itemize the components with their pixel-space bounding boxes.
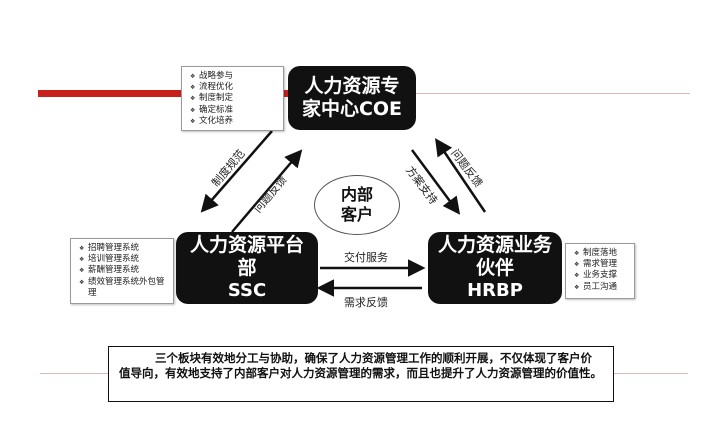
note-item: 业务支撑: [574, 270, 629, 281]
center-internal-customer: 内部 客户: [314, 175, 400, 235]
note-item: 需求管理: [574, 259, 629, 270]
note-ssc: 招聘管理系统 培训管理系统 薪酬管理系统 绩效管理系统外包管理: [70, 238, 174, 304]
node-coe-line2: 家中心COE: [301, 98, 403, 120]
node-coe: 人力资源专 家中心COE: [288, 66, 416, 130]
node-hrbp-line2: 伙伴: [475, 257, 514, 280]
center-line2: 客户: [340, 205, 373, 224]
arrow-ssc-to-coe: [231, 149, 303, 233]
node-hrbp-line1: 人力资源业务: [437, 234, 552, 257]
arrow-coe-to-ssc: [200, 130, 273, 213]
note-item: 培训管理系统: [79, 254, 168, 265]
edge-label-bottom-top: 交付服务: [344, 251, 388, 264]
note-coe: 战略参与 流程优化 制度制定 确定标准 文化培养: [181, 66, 284, 131]
arrow-hrbp-to-coe: [435, 138, 487, 213]
guide-line-top: [300, 93, 690, 94]
note-item: 制度落地: [574, 248, 629, 259]
note-item: 制度制定: [190, 93, 278, 104]
node-ssc-line1: 人力资源平台: [189, 234, 304, 257]
note-item: 招聘管理系统: [79, 243, 168, 254]
node-hrbp: 人力资源业务 伙伴 HRBP: [428, 232, 562, 304]
node-ssc-line2: 部: [237, 257, 257, 280]
node-hrbp-line3: HRBP: [467, 280, 523, 301]
note-item: 流程优化: [190, 82, 278, 93]
red-accent-bar: [38, 90, 300, 97]
note-hrbp: 制度落地 需求管理 业务支撑 员工沟通: [565, 243, 635, 299]
note-item: 文化培养: [190, 116, 278, 127]
note-item: 确定标准: [190, 105, 278, 116]
node-coe-line1: 人力资源专: [304, 75, 400, 98]
node-ssc: 人力资源平台 部 SSC: [176, 232, 318, 304]
note-item: 战略参与: [190, 71, 278, 82]
node-ssc-line3: SSC: [227, 280, 267, 301]
arrow-coe-to-hrbp: [410, 149, 461, 215]
edge-label-bottom-bottom: 需求反馈: [344, 296, 388, 309]
note-item: 员工沟通: [574, 282, 629, 293]
note-item: 绩效管理系统外包管理: [79, 277, 168, 299]
summary-box: 三个板块有效地分工与协助，确保了人力资源管理工作的顺利开展，不仅体现了客户价值导…: [108, 346, 614, 402]
center-line1: 内部: [340, 185, 373, 204]
summary-text: 三个板块有效地分工与协助，确保了人力资源管理工作的顺利开展，不仅体现了客户价值导…: [119, 351, 602, 380]
note-item: 薪酬管理系统: [79, 265, 168, 276]
